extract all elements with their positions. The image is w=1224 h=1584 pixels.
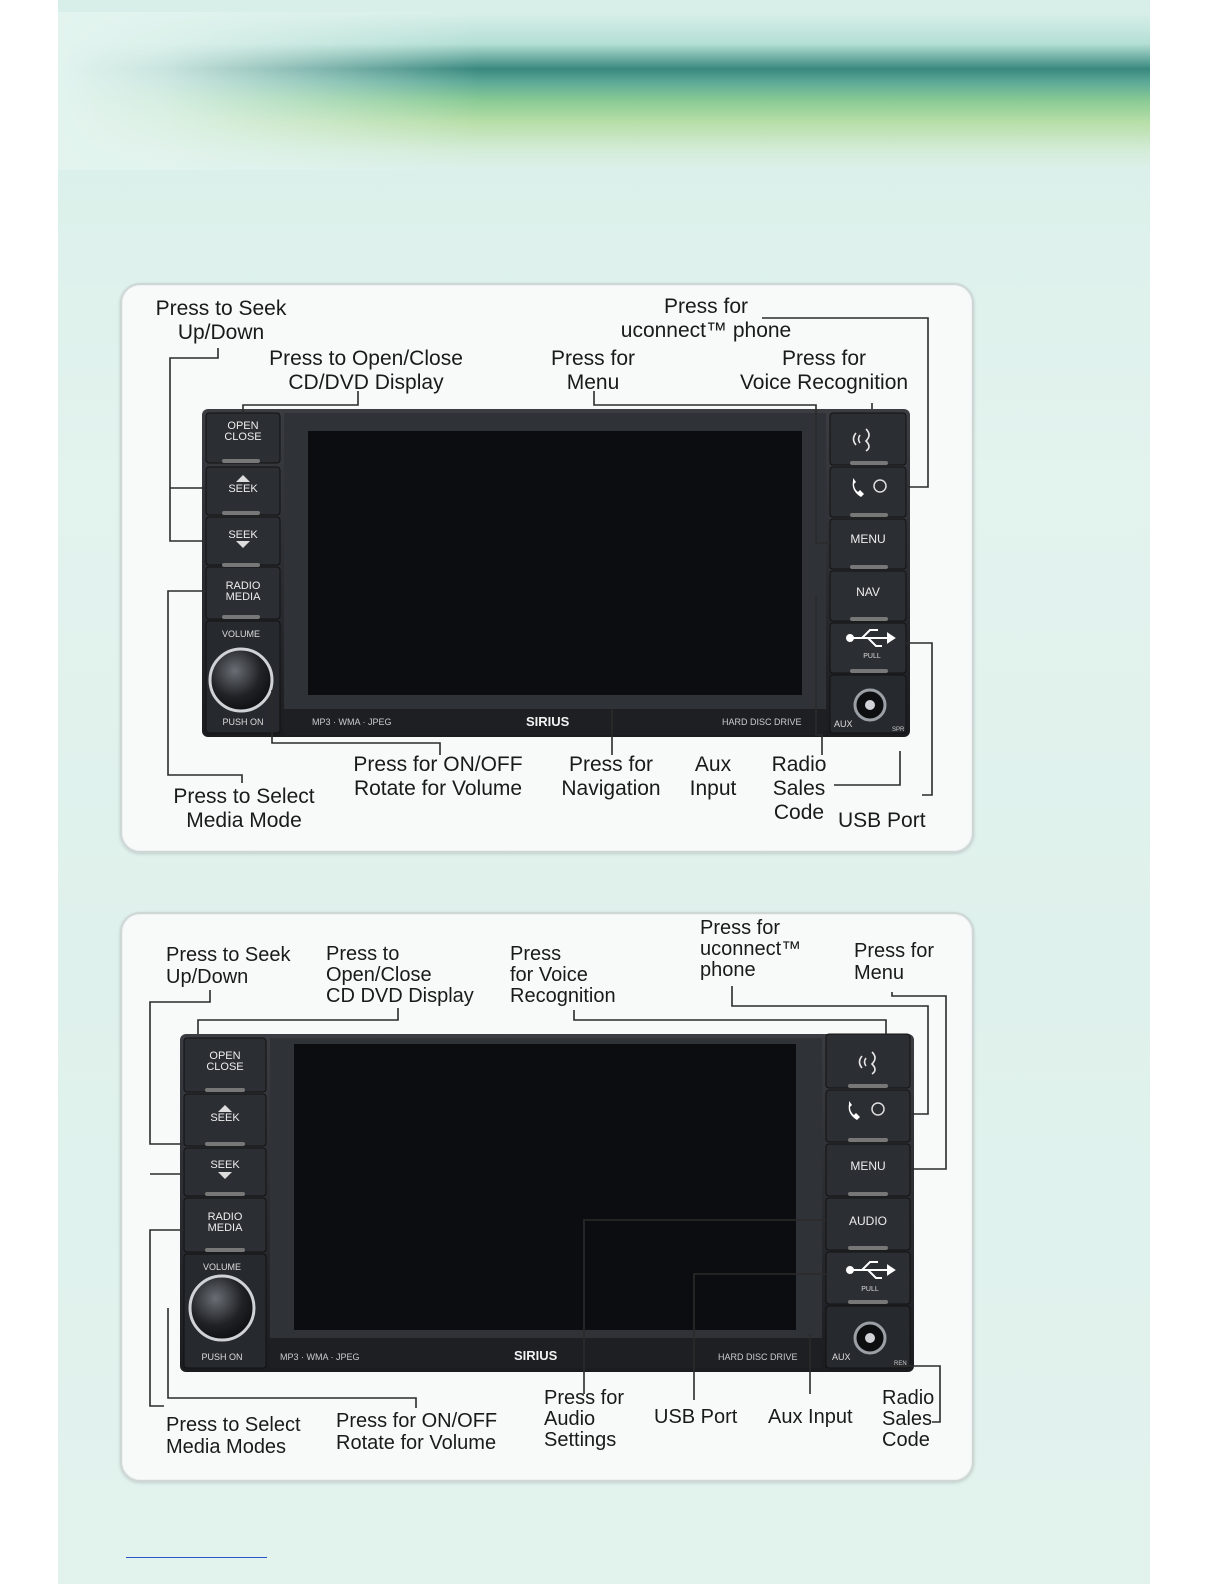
label-voice: Press for Voice Recognition: [739, 347, 909, 394]
usb-icon[interactable]: [846, 1261, 896, 1279]
sirius-logo: SIRIUS: [514, 1348, 558, 1363]
sales-code-label: SPR: [892, 727, 905, 733]
volume-label: VOLUME: [221, 629, 260, 639]
nav-button[interactable]: NAV: [856, 585, 880, 599]
radio-media-button[interactable]: RADIO MEDIA: [207, 1211, 243, 1234]
radio-diagram-nav: OPEN CLOSE SEEK SEEK RADIO MEDIA VOLUME …: [120, 283, 974, 853]
open-close-button[interactable]: OPEN CLOSE: [224, 420, 262, 443]
label-seek: Press to Seek Up/Down: [155, 297, 287, 344]
label-on-off: Press for ON/OFF Rotate for Volume: [336, 1410, 498, 1454]
sales-code-label: REN: [894, 1361, 907, 1367]
hdd-label: HARD DISC DRIVE: [718, 1352, 798, 1362]
label-open-close: Press to Open/Close CD DVD Display: [326, 943, 474, 1007]
label-menu: Press for Menu: [550, 347, 636, 394]
aux-port[interactable]: AUX: [832, 1352, 851, 1362]
label-navigation: Press for Navigation: [561, 753, 661, 800]
label-on-off: Press for ON/OFF Rotate for Volume: [353, 753, 523, 800]
formats-label: MP3 · WMA · JPEG: [312, 717, 392, 727]
label-phone: Press for uconnect™ phone: [700, 917, 802, 981]
label-radio-sales-code: Radio Sales Code: [771, 753, 827, 824]
seek-down-button[interactable]: SEEK: [228, 529, 258, 541]
menu-button[interactable]: MENU: [850, 1159, 886, 1173]
label-audio: Press for Audio Settings: [544, 1387, 625, 1451]
usb-pull-label: PULL: [861, 1286, 879, 1293]
seek-up-button[interactable]: SEEK: [210, 1112, 240, 1124]
radio-unit-illustration-2: [149, 986, 947, 1423]
label-usb-port: USB Port: [654, 1406, 738, 1428]
aux-port[interactable]: AUX: [834, 719, 853, 729]
seek-down-button[interactable]: SEEK: [210, 1159, 240, 1171]
menu-button[interactable]: MENU: [850, 532, 886, 546]
formats-label: MP3 · WMA · JPEG: [280, 1352, 360, 1362]
label-aux-input: Aux Input: [768, 1406, 853, 1428]
usb-icon[interactable]: [846, 629, 896, 647]
label-phone: Press for uconnect™ phone: [620, 295, 792, 342]
label-menu: Press for Menu: [854, 940, 935, 984]
push-on-label: PUSH ON: [201, 1352, 243, 1362]
label-aux-input: Aux Input: [689, 753, 737, 800]
radio-media-button[interactable]: RADIO MEDIA: [225, 580, 261, 603]
voice-recognition-icon[interactable]: [858, 1051, 876, 1075]
label-seek: Press to Seek Up/Down: [166, 944, 291, 988]
label-radio-sales-code: Radio Sales Code: [882, 1387, 935, 1451]
phone-icon[interactable]: [848, 1101, 885, 1120]
audio-button[interactable]: AUDIO: [848, 1214, 887, 1228]
seek-up-button[interactable]: SEEK: [228, 483, 258, 495]
phone-icon[interactable]: [852, 478, 887, 497]
volume-label: VOLUME: [202, 1262, 241, 1272]
open-close-button[interactable]: OPEN CLOSE: [206, 1050, 244, 1073]
label-open-close: Press to Open/Close CD/DVD Display: [269, 347, 463, 394]
sirius-logo: SIRIUS: [526, 714, 570, 729]
footer-link-underline[interactable]: [126, 1557, 267, 1558]
voice-recognition-icon[interactable]: [852, 428, 870, 452]
label-voice: Press for Voice Recognition: [510, 943, 616, 1007]
radio-unit-illustration: [167, 317, 933, 796]
label-usb-port: USB Port: [838, 809, 926, 832]
push-on-label: PUSH ON: [222, 717, 264, 727]
hdd-label: HARD DISC DRIVE: [722, 717, 802, 727]
usb-pull-label: PULL: [863, 653, 881, 660]
label-select-media: Press to Select Media Modes: [166, 1414, 301, 1458]
radio-diagram-audio: OPEN CLOSE SEEK SEEK RADIO MEDIA VOLUME …: [120, 912, 974, 1482]
label-select-media: Press to Select Media Mode: [173, 785, 315, 832]
